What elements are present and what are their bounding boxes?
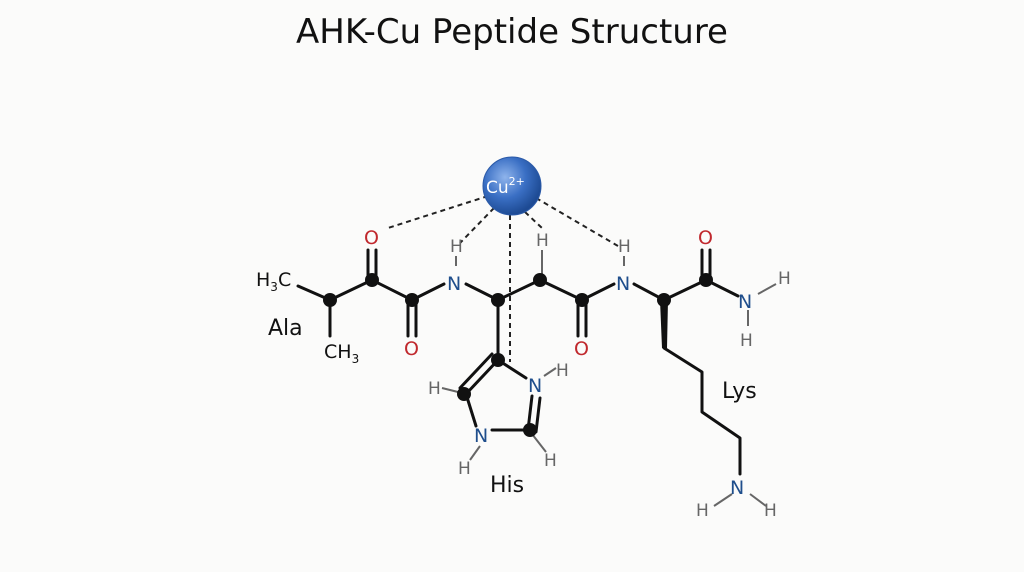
copper-ion: Cu2+ [482, 156, 542, 216]
residue-label-lys: Lys [722, 379, 757, 404]
residue-label-his: His [490, 473, 524, 498]
nitrogen-label: N [616, 273, 630, 295]
hydrogen-label: H [764, 501, 777, 521]
oxygen-label: O [698, 227, 713, 249]
hydrogen-label: H [450, 237, 463, 257]
nitrogen-label: N [474, 425, 488, 447]
carbon-atom [323, 293, 337, 307]
nitrogen-label: N [738, 291, 752, 313]
cu-charge: 2+ [509, 175, 525, 188]
carbon-atom [657, 293, 671, 307]
nitrogen-label: N [730, 477, 744, 499]
carbon-atom [533, 273, 547, 287]
carbon-atom [457, 387, 471, 401]
diagram-title: AHK-Cu Peptide Structure [296, 12, 728, 52]
carbon-atom [523, 423, 537, 437]
hydrogen-label: H [778, 269, 791, 289]
cu-n-his-bond [459, 207, 495, 244]
carbon-atoms [323, 273, 713, 437]
hydrogen-label: H [696, 501, 709, 521]
hydrogen-label: H [544, 451, 557, 471]
nitrogen-label: N [528, 375, 542, 397]
carbon-atom [575, 293, 589, 307]
residue-label-ala: Ala [268, 316, 303, 341]
svg-text:Cu2+: Cu2+ [486, 175, 525, 198]
carbon-atom [405, 293, 419, 307]
oxygen-label: O [364, 227, 379, 249]
coordination-bonds [387, 195, 619, 362]
hydrogen-label: H [556, 361, 569, 381]
residue-labels: Ala His Lys [268, 316, 757, 498]
oxygen-label: O [404, 338, 419, 360]
carbon-atom [365, 273, 379, 287]
backbone [296, 248, 742, 476]
cu-o-ala-bond [387, 195, 489, 229]
hydrogen-label: H [458, 459, 471, 479]
carbon-atom [699, 273, 713, 287]
hydrogen-label: H [740, 331, 753, 351]
nitrogen-label: N [447, 273, 461, 295]
oxygen-label: O [574, 338, 589, 360]
cu-n-lys-bond [535, 197, 619, 247]
carbon-atom [491, 293, 505, 307]
hydrogen-label: H [536, 231, 549, 251]
methyl-group-label: CH3 [324, 341, 359, 366]
hydrogen-label: H [428, 379, 441, 399]
atom-labels: H3C CH3 O O O O N N N N N N H H H H H H … [256, 227, 791, 521]
cu-symbol: Cu [486, 178, 509, 198]
cu-ch-bond [524, 211, 543, 229]
methyl-group-label: H3C [256, 269, 291, 294]
imidazole-ring [441, 352, 557, 461]
carbon-atom [491, 353, 505, 367]
hydrogen-label: H [618, 237, 631, 257]
